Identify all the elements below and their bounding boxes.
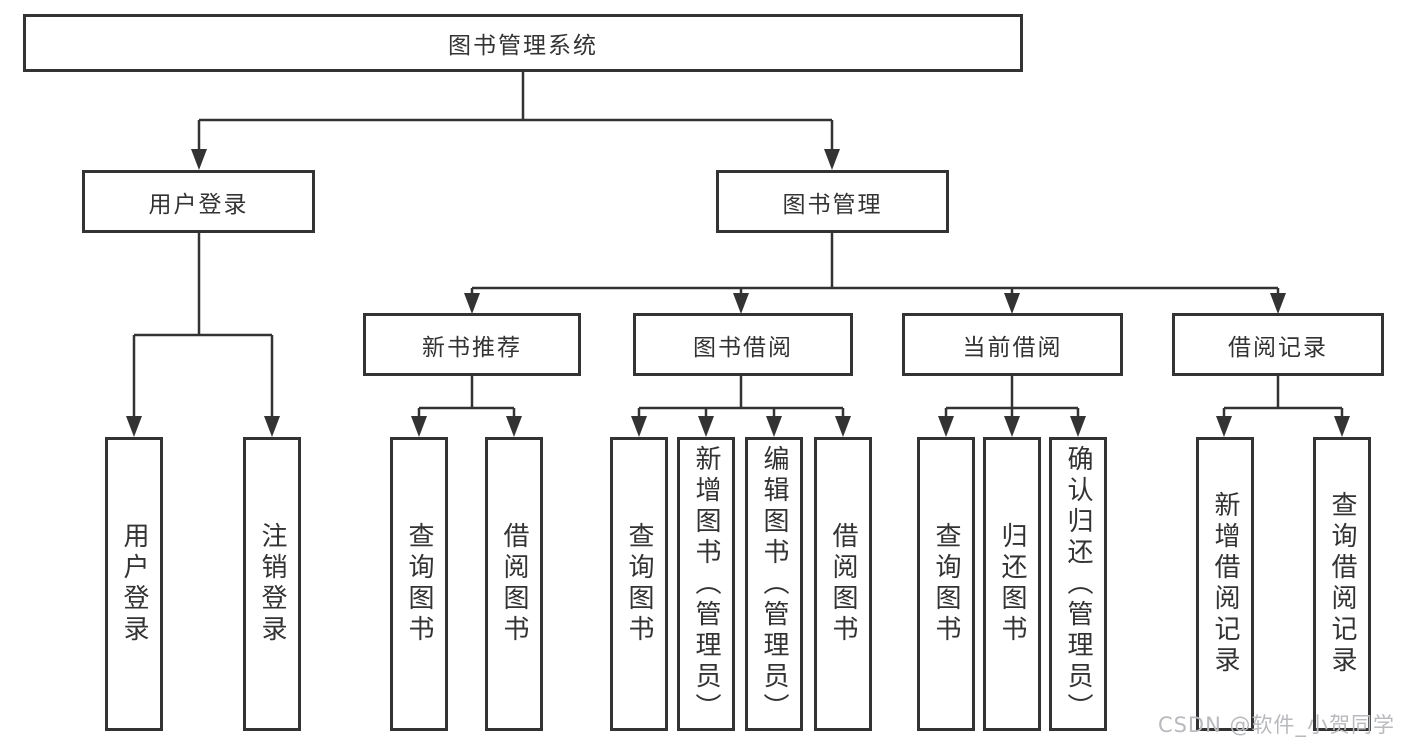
node-book-management-label: 图书管理: [782, 191, 883, 218]
tree-edges: [132, 72, 1344, 418]
node-borrowing-records: 借阅记录: [1172, 313, 1384, 376]
node-leaf-query-books-recommend-label: 查询图书: [404, 522, 434, 646]
node-leaf-confirm-return-admin-label: 确认归还（管理员）: [1063, 444, 1093, 724]
node-current-borrowing-label: 当前借阅: [962, 334, 1063, 361]
node-leaf-user-login: 用户登录: [105, 437, 163, 731]
node-user-login: 用户登录: [82, 170, 315, 233]
node-current-borrowing: 当前借阅: [902, 313, 1123, 376]
node-leaf-query-books-current-label: 查询图书: [931, 522, 961, 646]
node-leaf-return-books-label: 归还图书: [997, 522, 1027, 646]
node-new-book-recommend-label: 新书推荐: [422, 334, 522, 361]
node-leaf-borrow-books-borrow-label: 借阅图书: [828, 522, 858, 646]
node-root-system: 图书管理系统: [23, 14, 1023, 72]
node-leaf-query-borrow-record-label: 查询借阅记录: [1327, 491, 1357, 677]
node-leaf-user-login-label: 用户登录: [119, 522, 149, 646]
node-leaf-borrow-books-recommend: 借阅图书: [485, 437, 543, 731]
node-leaf-add-borrow-record: 新增借阅记录: [1196, 437, 1254, 731]
node-leaf-add-book-admin: 新增图书（管理员）: [677, 437, 735, 731]
node-user-login-label: 用户登录: [148, 191, 249, 218]
node-book-borrowing-label: 图书借阅: [693, 334, 793, 361]
node-leaf-logout: 注销登录: [243, 437, 301, 731]
node-leaf-query-books-borrow-label: 查询图书: [624, 522, 654, 646]
node-leaf-edit-book-admin-label: 编辑图书（管理员）: [759, 444, 789, 724]
node-book-borrowing: 图书借阅: [633, 313, 853, 376]
node-leaf-query-books-current: 查询图书: [917, 437, 975, 731]
node-leaf-query-books-recommend: 查询图书: [390, 437, 448, 731]
arrowheads: [126, 149, 1350, 437]
node-leaf-borrow-books-borrow: 借阅图书: [814, 437, 872, 731]
node-borrowing-records-label: 借阅记录: [1228, 334, 1328, 361]
node-new-book-recommend: 新书推荐: [363, 313, 581, 376]
node-leaf-logout-label: 注销登录: [257, 522, 287, 646]
node-leaf-add-book-admin-label: 新增图书（管理员）: [691, 444, 721, 724]
node-leaf-query-books-borrow: 查询图书: [610, 437, 668, 731]
node-leaf-borrow-books-recommend-label: 借阅图书: [499, 522, 529, 646]
node-book-management: 图书管理: [716, 170, 949, 233]
node-leaf-confirm-return-admin: 确认归还（管理员）: [1049, 437, 1107, 731]
node-leaf-edit-book-admin: 编辑图书（管理员）: [745, 437, 803, 731]
node-leaf-add-borrow-record-label: 新增借阅记录: [1210, 491, 1240, 677]
node-leaf-return-books: 归还图书: [983, 437, 1041, 731]
node-root-label: 图书管理系统: [448, 33, 598, 59]
node-leaf-query-borrow-record: 查询借阅记录: [1313, 437, 1371, 731]
